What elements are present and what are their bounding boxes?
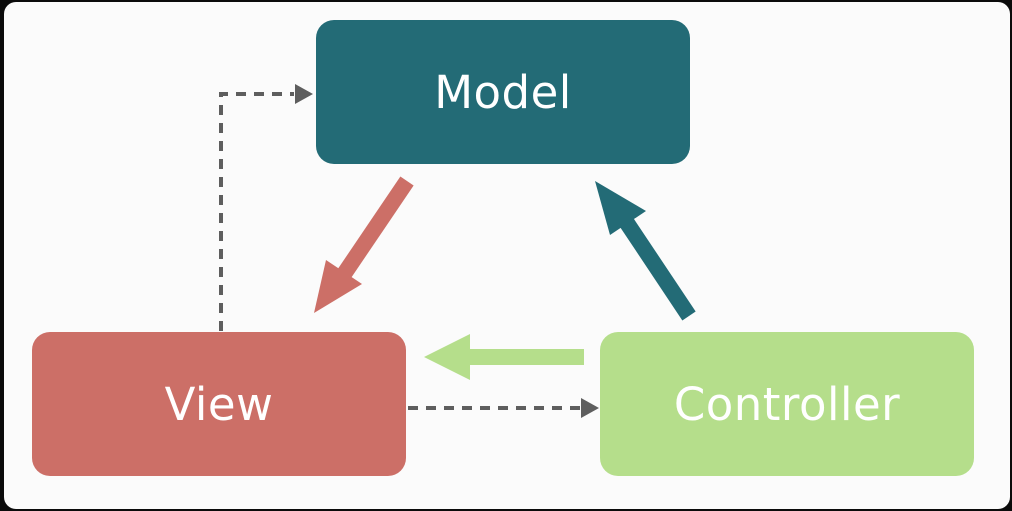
model-box: Model bbox=[316, 20, 690, 164]
arrow-controller-to-view bbox=[424, 334, 584, 380]
controller-box: Controller bbox=[600, 332, 974, 476]
arrow-view-to-controller bbox=[408, 398, 599, 418]
arrow-model-to-view bbox=[314, 176, 414, 313]
arrow-view-to-model bbox=[219, 84, 313, 331]
model-label: Model bbox=[434, 65, 572, 119]
view-label: View bbox=[164, 377, 274, 431]
view-box: View bbox=[32, 332, 406, 476]
controller-label: Controller bbox=[673, 377, 901, 431]
arrow-controller-to-model bbox=[595, 181, 696, 321]
